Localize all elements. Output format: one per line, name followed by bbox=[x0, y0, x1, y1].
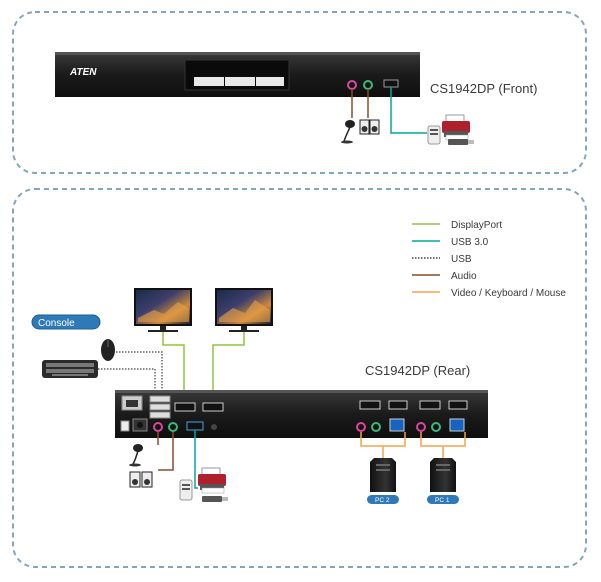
pc1-label-badge: PC 1 bbox=[427, 495, 459, 504]
pc2-label: PC 2 bbox=[375, 497, 390, 504]
rear-title: CS1942DP (Rear) bbox=[365, 363, 470, 378]
legend-audio: Audio bbox=[451, 271, 477, 282]
microphone-icon bbox=[341, 120, 355, 144]
printer-icon bbox=[442, 114, 470, 141]
front-device: ATEN bbox=[55, 52, 420, 97]
console-label: Console bbox=[38, 318, 75, 329]
legend-usb3: USB 3.0 bbox=[451, 237, 489, 248]
usb-hub-icon bbox=[427, 125, 441, 145]
legend-video-kbd-mouse: Video / Keyboard / Mouse bbox=[451, 288, 566, 299]
rear-device bbox=[115, 390, 488, 438]
monitor-icon bbox=[134, 288, 192, 332]
console-badge: Console bbox=[31, 314, 101, 330]
keyboard-icon bbox=[42, 360, 98, 378]
pc-tower-icon bbox=[370, 458, 396, 492]
front-usb-port bbox=[383, 79, 399, 88]
usb-hub-icon bbox=[179, 479, 193, 501]
speaker-icon bbox=[359, 119, 380, 135]
pc-tower-icon bbox=[430, 458, 456, 492]
mouse-icon bbox=[101, 339, 115, 361]
pc1-label: PC 1 bbox=[435, 497, 450, 504]
speaker-icon bbox=[129, 471, 153, 488]
rear-panel-frame bbox=[12, 188, 587, 568]
pc2-label-badge: PC 2 bbox=[367, 495, 399, 504]
front-title: CS1942DP (Front) bbox=[430, 81, 537, 96]
printer-icon bbox=[198, 467, 226, 494]
legend-usb: USB bbox=[451, 254, 472, 265]
front-panel-frame bbox=[12, 11, 587, 174]
usb-drive-icon bbox=[448, 139, 474, 145]
brand-logo: ATEN bbox=[69, 67, 97, 78]
monitor-icon bbox=[215, 288, 273, 332]
usb-drive-icon bbox=[202, 496, 228, 502]
microphone-icon bbox=[129, 444, 143, 467]
legend: DisplayPort USB 3.0 USB Audio Video / Ke… bbox=[412, 220, 566, 299]
legend-displayport: DisplayPort bbox=[451, 220, 502, 231]
